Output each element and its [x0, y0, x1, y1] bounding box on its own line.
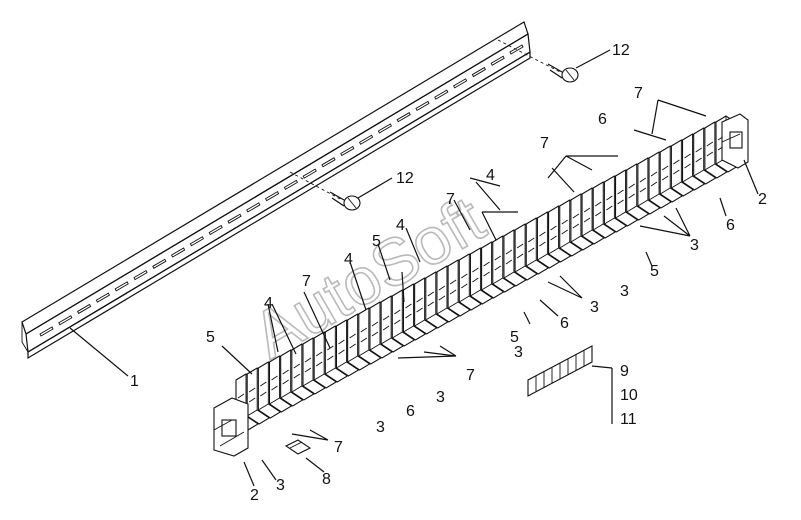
jumper — [284, 439, 312, 455]
rail-slot — [434, 89, 449, 100]
callout-4: 4 — [344, 251, 353, 268]
callout-12-mid: 12 — [396, 170, 414, 187]
rail-slot — [453, 78, 468, 89]
end-clamp-right — [721, 113, 749, 169]
callout-7: 7 — [466, 367, 475, 384]
rail-slot — [246, 202, 261, 213]
callout-2-right: 2 — [758, 191, 767, 208]
callout-3: 3 — [514, 344, 523, 361]
rail-slot — [340, 145, 355, 157]
callout-3: 3 — [376, 419, 385, 436]
callout-2-left: 2 — [250, 487, 259, 504]
end-clamp-left — [213, 397, 249, 457]
callout-3: 3 — [276, 477, 285, 494]
screw-top — [547, 63, 579, 83]
rail-slot — [321, 157, 336, 168]
leader-lines — [69, 49, 759, 487]
rail-slot — [95, 292, 110, 303]
callout-3: 3 — [436, 389, 445, 406]
rail-slot — [152, 258, 167, 269]
rail-slot — [471, 66, 486, 78]
rail-slot — [415, 100, 430, 112]
callout-6: 6 — [560, 315, 569, 332]
rail-slot — [377, 123, 392, 134]
rail-slot — [77, 303, 92, 315]
callout-9: 9 — [620, 363, 629, 380]
rail-slot — [302, 168, 317, 179]
rail-slot — [39, 326, 54, 337]
callout-7: 7 — [540, 135, 549, 152]
callout-3: 3 — [590, 299, 599, 316]
rail-slot — [171, 247, 186, 258]
callout-7: 7 — [302, 273, 311, 290]
callout-4: 4 — [486, 167, 495, 184]
rail-slot — [509, 44, 524, 55]
rail-slot — [58, 315, 73, 326]
callout-7: 7 — [446, 191, 455, 208]
callout-6: 6 — [726, 217, 735, 234]
rail-slot — [283, 179, 298, 190]
callout-5: 5 — [372, 233, 381, 250]
rail-slot — [189, 236, 204, 247]
rail-slot — [227, 213, 242, 224]
rail-slot — [359, 134, 374, 145]
rail-slot — [208, 224, 223, 236]
rail-slot — [133, 269, 148, 281]
callout-labels: 1 12 12 2 2 8 9 10 11 3 3 3 3 3 3 3 3 3 … — [130, 42, 767, 504]
callout-1: 1 — [130, 373, 139, 390]
callout-5: 5 — [510, 329, 519, 346]
callout-4: 4 — [264, 295, 273, 312]
callout-4: 4 — [396, 217, 405, 234]
callout-10: 10 — [620, 387, 638, 404]
callout-12-top: 12 — [612, 42, 630, 59]
callout-3: 3 — [620, 283, 629, 300]
callout-7: 7 — [334, 439, 343, 456]
rail-slot — [114, 281, 129, 292]
callout-11: 11 — [620, 411, 637, 428]
callout-5: 5 — [206, 329, 215, 346]
callout-5: 5 — [650, 263, 659, 280]
callout-7: 7 — [634, 85, 643, 102]
terminal-block-row — [235, 115, 739, 431]
rail-slot — [396, 112, 411, 123]
callout-3: 3 — [690, 237, 699, 254]
rail-slot — [265, 191, 280, 202]
screw-middle — [329, 191, 361, 211]
callout-6: 6 — [598, 111, 607, 128]
din-rail — [21, 21, 531, 360]
marker-strip — [527, 345, 593, 397]
callout-8: 8 — [322, 471, 331, 488]
callout-6: 6 — [406, 403, 415, 420]
rail-slot — [490, 55, 505, 66]
